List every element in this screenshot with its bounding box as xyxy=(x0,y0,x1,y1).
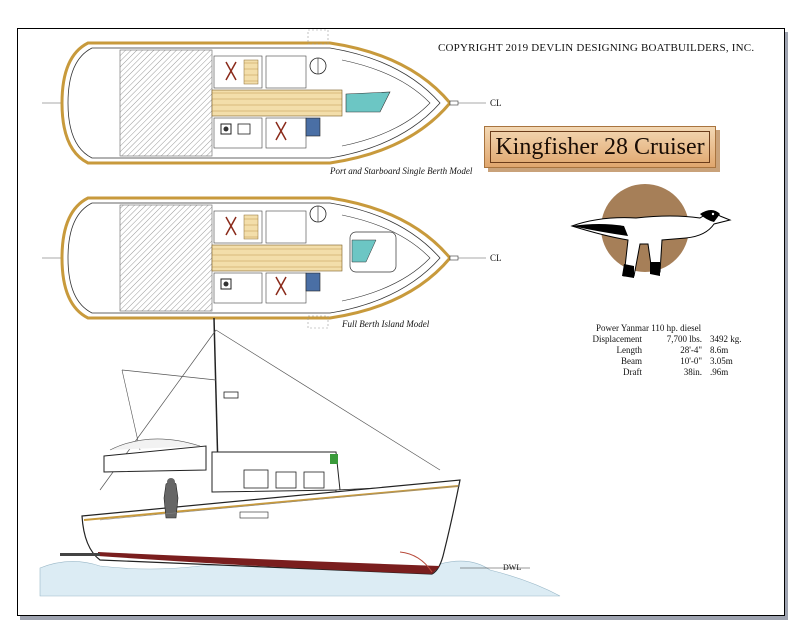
dinghy xyxy=(103,445,207,473)
aft-deck xyxy=(119,49,213,157)
side-profile xyxy=(39,317,561,597)
plan2-caption: Full Berth Island Model xyxy=(341,319,430,329)
spec-row-power: Power Yanmar 110 hp. diesel xyxy=(582,323,744,334)
cabin-sole xyxy=(211,244,343,272)
spec-row: Beam 10'-0" 3.05m xyxy=(621,356,733,366)
deck-plan-single-berth xyxy=(42,29,486,165)
v-berth xyxy=(345,91,391,113)
spec-row: Length 28'-4" 8.6m xyxy=(616,345,729,355)
bottom-paint xyxy=(98,552,440,574)
centerline-label-2: CL xyxy=(490,253,502,263)
mast xyxy=(213,317,219,471)
kingfisher-logo xyxy=(570,184,732,278)
spec-power: Power Yanmar 110 hp. diesel xyxy=(596,323,702,333)
forestay xyxy=(215,329,441,471)
centerline-label-1: CL xyxy=(490,98,502,108)
spec-row: Displacement 7,700 lbs. 3492 kg. xyxy=(592,334,742,344)
title-badge: Kingfisher 28 Cruiser xyxy=(484,126,716,168)
deck-plan-island-berth xyxy=(42,196,486,329)
waterline-label: DWL xyxy=(503,563,522,572)
copyright-notice: COPYRIGHT 2019 DEVLIN DESIGNING BOATBUIL… xyxy=(438,42,755,54)
aft-deck xyxy=(119,204,213,312)
spec-row: Draft 38in. .96m xyxy=(623,367,729,377)
plan1-caption: Port and Starboard Single Berth Model xyxy=(329,166,473,176)
spec-table: Power Yanmar 110 hp. diesel Displacement… xyxy=(582,323,744,378)
specifications: Power Yanmar 110 hp. diesel Displacement… xyxy=(582,323,744,378)
boat-title: Kingfisher 28 Cruiser xyxy=(495,133,705,160)
cabin-sole xyxy=(211,89,343,117)
hull-profile xyxy=(81,479,461,575)
